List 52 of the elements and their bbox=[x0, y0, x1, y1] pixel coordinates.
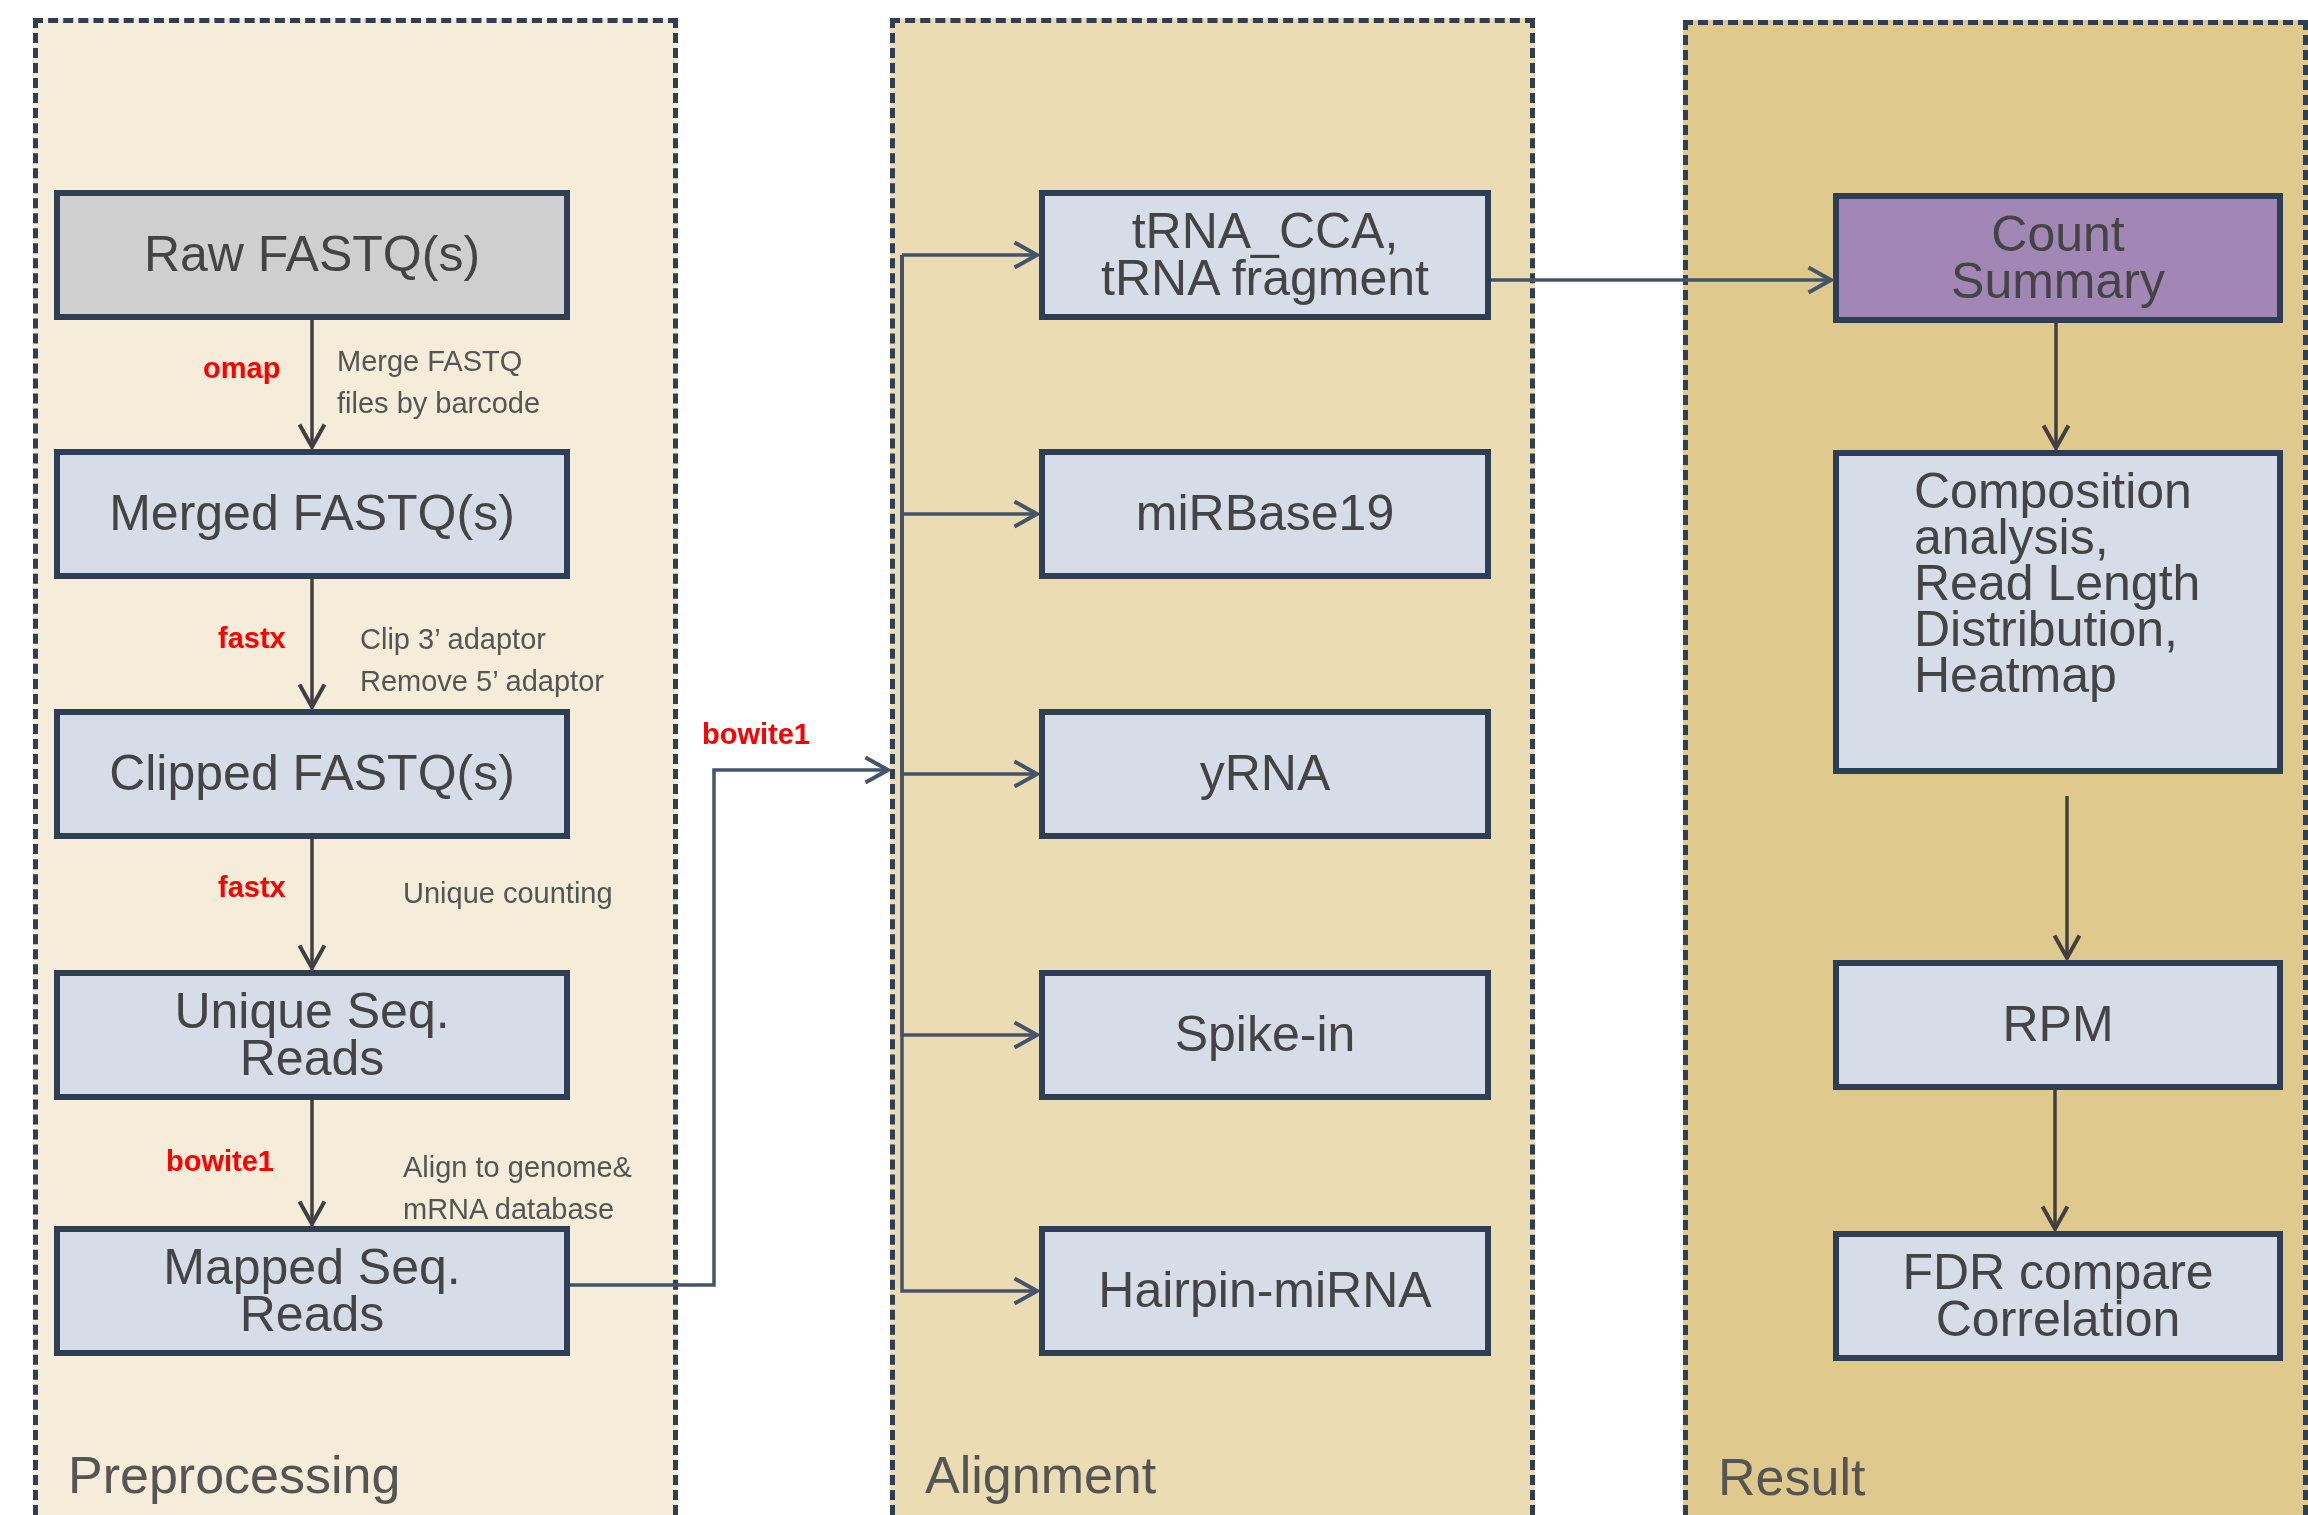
box-label: Count Summary bbox=[1950, 210, 2166, 306]
edge-label: fastx bbox=[218, 622, 286, 655]
step-note: Clip 3’ adaptor Remove 5’ adaptor bbox=[360, 622, 605, 700]
box-label: Spike-in bbox=[1174, 1011, 1356, 1059]
panel-title: Alignment bbox=[925, 1445, 1157, 1505]
box-label: FDR compare Correlation bbox=[1901, 1248, 2215, 1344]
process-box bbox=[1833, 1231, 2283, 1361]
box-label: Raw FASTQ(s) bbox=[143, 231, 481, 279]
box-label: RPM bbox=[2002, 1001, 2114, 1049]
stage-panel bbox=[33, 18, 678, 1515]
arrow bbox=[297, 579, 327, 709]
arrow bbox=[900, 240, 1039, 270]
box-label: miRBase19 bbox=[1135, 490, 1395, 538]
stage-panel bbox=[890, 18, 1535, 1515]
edge-label: omap bbox=[203, 352, 281, 385]
process-box bbox=[54, 190, 570, 320]
edge-label: bowite1 bbox=[166, 1145, 274, 1178]
panel-title: Result bbox=[1718, 1447, 1866, 1507]
process-box bbox=[1039, 970, 1491, 1100]
arrow bbox=[297, 839, 327, 970]
arrow bbox=[2041, 323, 2071, 450]
edge-label: fastx bbox=[218, 871, 286, 904]
process-box bbox=[1039, 709, 1491, 839]
box-label: Unique Seq. Reads bbox=[173, 987, 451, 1083]
process-box bbox=[54, 449, 570, 579]
panel-title: Preprocessing bbox=[68, 1445, 401, 1505]
box-label: yRNA bbox=[1199, 750, 1331, 798]
step-note: Align to genome& mRNA database bbox=[403, 1150, 633, 1228]
arrow bbox=[297, 1100, 327, 1226]
box-label: Merged FASTQ(s) bbox=[109, 490, 515, 538]
box-label: Clipped FASTQ(s) bbox=[109, 750, 515, 798]
box-label: Mapped Seq. Reads bbox=[162, 1243, 462, 1339]
process-box bbox=[1039, 190, 1491, 320]
box-label: Hairpin-miRNA bbox=[1098, 1267, 1432, 1315]
process-box bbox=[1039, 1226, 1491, 1356]
box-label: tRNA_CCA, tRNA fragment bbox=[1100, 207, 1430, 303]
stage-panel bbox=[1683, 20, 2308, 1515]
process-box bbox=[1833, 193, 2283, 323]
process-box bbox=[1833, 450, 2283, 774]
step-note: Merge FASTQ files by barcode bbox=[337, 344, 542, 422]
arrow bbox=[2052, 796, 2082, 960]
arrow bbox=[570, 755, 890, 1287]
step-note: Unique counting bbox=[403, 876, 614, 911]
process-box bbox=[54, 709, 570, 839]
edge-label: bowite1 bbox=[702, 718, 810, 751]
arrow bbox=[1491, 265, 1833, 295]
arrow bbox=[297, 320, 327, 449]
process-box bbox=[1039, 449, 1491, 579]
process-box bbox=[1833, 960, 2283, 1090]
process-box bbox=[54, 1226, 570, 1356]
arrow bbox=[2040, 1090, 2070, 1231]
process-box bbox=[54, 970, 570, 1100]
